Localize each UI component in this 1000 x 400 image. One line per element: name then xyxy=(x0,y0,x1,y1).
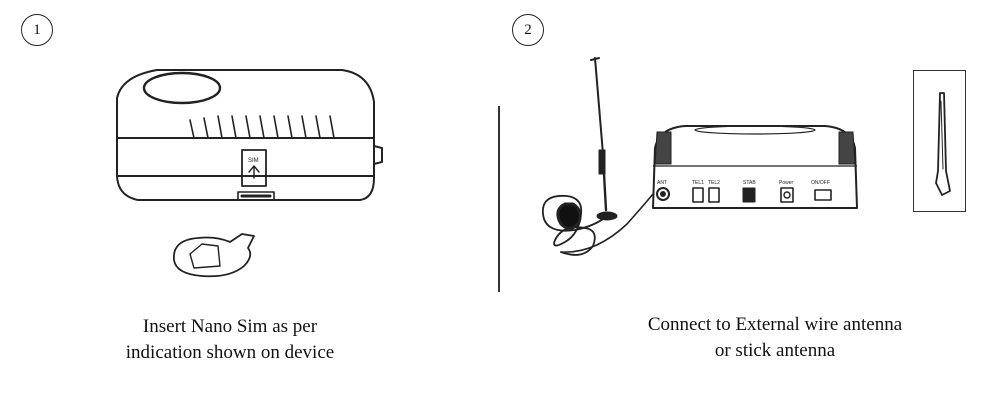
step-1-caption-line-1: Insert Nano Sim as per xyxy=(142,316,318,337)
port-label-power: Power xyxy=(779,180,794,186)
port-label-onoff: ON/OFF xyxy=(811,180,830,186)
port-label-stab: STAB xyxy=(743,180,756,186)
step-1-number: 1 xyxy=(33,21,41,38)
magnetic-antenna-illustration xyxy=(542,57,654,256)
step-1-caption: Insert Nano Sim as per indication shown … xyxy=(80,314,380,366)
port-label-tel1: TEL1 xyxy=(692,180,704,186)
step-2-badge: 2 xyxy=(512,14,544,46)
stick-antenna-frame xyxy=(913,70,966,212)
nano-sim-illustration xyxy=(173,233,255,278)
step-1-badge: 1 xyxy=(21,14,53,46)
device-rear-illustration: ANT TEL1 TEL2 STAB Power ON/OFF xyxy=(652,125,858,209)
step-2-caption: Connect to External wire antenna or stic… xyxy=(595,312,955,364)
port-label-ant: ANT xyxy=(657,180,667,186)
sim-slot-label: SIM xyxy=(248,158,259,164)
step-1-caption-line-2: indication shown on device xyxy=(125,342,335,363)
stick-antenna-illustration xyxy=(935,92,951,196)
port-label-tel2: TEL2 xyxy=(708,180,720,186)
step-2-number: 2 xyxy=(524,21,532,38)
step-2-caption-line-2: or stick antenna xyxy=(714,340,836,361)
step-2-caption-line-1: Connect to External wire antenna xyxy=(647,314,903,335)
device-side-illustration: SIM xyxy=(116,69,383,201)
section-divider xyxy=(498,106,500,292)
